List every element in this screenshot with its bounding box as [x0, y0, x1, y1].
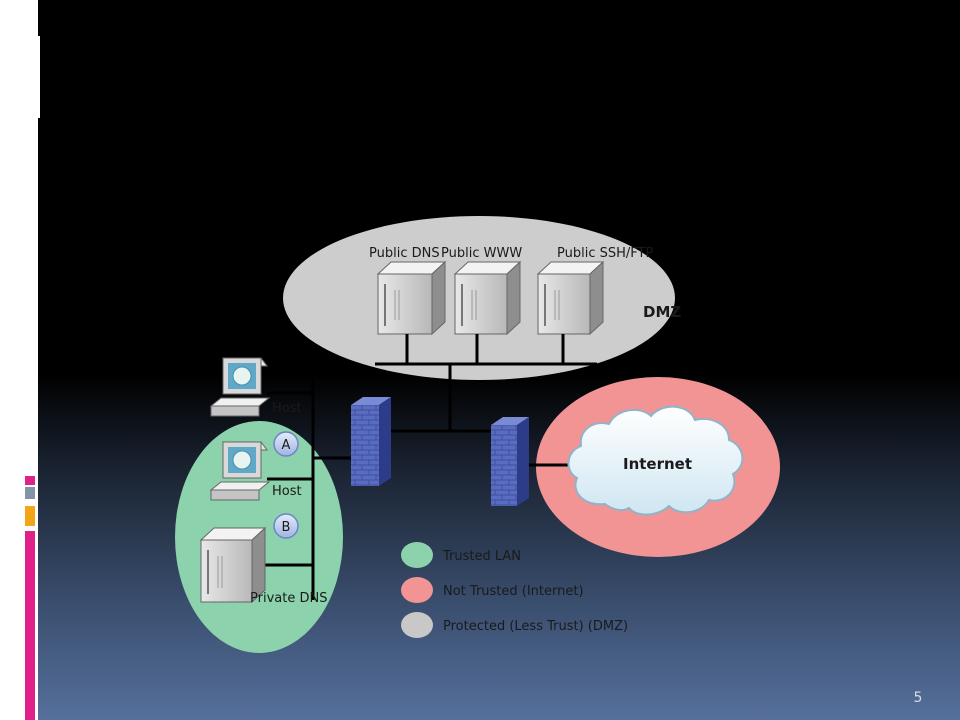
legend-label: Protected (Less Trust) (DMZ): [443, 619, 628, 634]
server-icon: [453, 260, 522, 336]
page-number: 5: [913, 690, 923, 706]
private-dns-label: Private DNS: [250, 591, 327, 606]
network-diagram: Public DNS Public WWW Public SSH/FTP DMZ: [173, 210, 780, 653]
legend-swatch-not-trusted: [401, 577, 433, 603]
firewall-icon: [491, 417, 529, 506]
internet-label: Internet: [623, 455, 692, 473]
server-label: Public SSH/FTP: [557, 246, 653, 261]
server-icon: [376, 260, 447, 336]
private-dns-server-icon: [199, 526, 267, 604]
svg-text:B: B: [282, 520, 291, 535]
legend-swatch-protected: [401, 612, 433, 638]
computer-icon: [209, 357, 271, 417]
host-label: Host: [272, 401, 302, 416]
firewall-icon: [351, 397, 391, 486]
server-label: Public WWW: [441, 246, 522, 261]
svg-text:A: A: [282, 438, 291, 453]
server-label: Public DNS: [369, 246, 440, 261]
host-label: Host: [272, 484, 302, 499]
network-links: [261, 334, 597, 600]
badge-a-icon: A: [273, 431, 299, 457]
legend: Trusted LAN Not Trusted (Internet) Prote…: [401, 542, 628, 638]
bars-logo-icon: [18, 36, 40, 118]
computer-icon: [209, 441, 271, 501]
legend-label: Not Trusted (Internet): [443, 584, 584, 599]
cloud-icon: [567, 405, 744, 516]
server-icon: [536, 260, 605, 336]
accent-strip: [25, 476, 35, 720]
legend-swatch-trusted: [401, 542, 433, 568]
dmz-label: DMZ: [643, 303, 681, 321]
badge-b-icon: B: [273, 513, 299, 539]
legend-label: Trusted LAN: [442, 549, 521, 564]
